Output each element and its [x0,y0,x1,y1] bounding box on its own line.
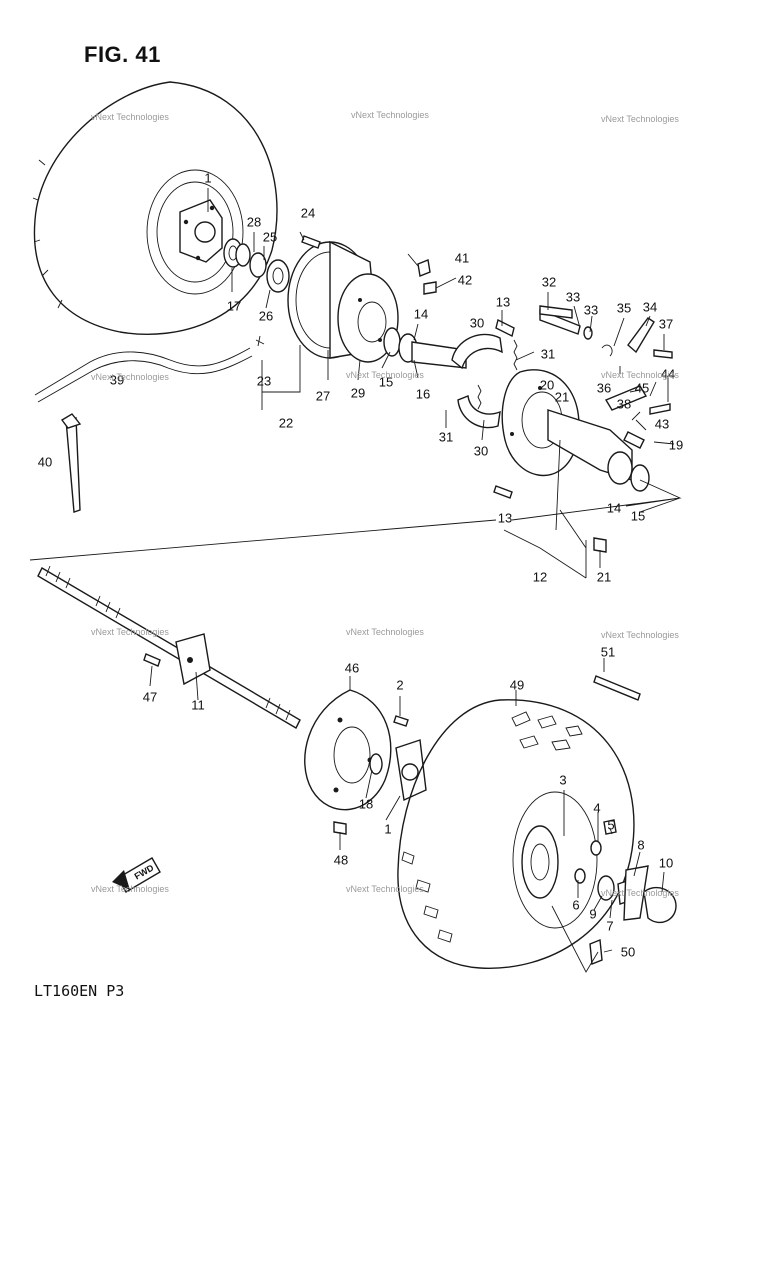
bearing-set-drum [383,327,467,369]
callout-14: 14 [414,307,428,322]
bearing-set-upper [223,238,290,293]
watermark-text: vNext Technologies [601,888,679,898]
watermark-text: vNext Technologies [91,372,169,382]
callout-14: 14 [607,501,621,516]
callout-45: 45 [635,381,649,396]
callout-6: 6 [572,898,579,913]
callout-27: 27 [316,389,330,404]
callout-30: 30 [474,444,488,459]
callout-31: 31 [439,430,453,445]
callout-47: 47 [143,690,157,705]
model-code: LT160EN P3 [34,982,125,1000]
watermark-text: vNext Technologies [346,884,424,894]
wrench-tool [60,413,82,513]
callout-15: 15 [631,509,645,524]
callout-37: 37 [659,317,673,332]
watermark-text: vNext Technologies [601,370,679,380]
callout-21: 21 [555,390,569,405]
callout-39: 39 [110,373,124,388]
watermark-text: vNext Technologies [601,630,679,640]
callout-48: 48 [334,853,348,868]
watermark-text: vNext Technologies [91,627,169,637]
callout-49: 49 [510,678,524,693]
callout-46: 46 [345,661,359,676]
watermark-text: vNext Technologies [346,370,424,380]
pin-51 [593,675,641,701]
watermark-text: vNext Technologies [351,110,429,120]
callout-25: 25 [263,230,277,245]
callout-29: 29 [351,386,365,401]
figure-title: FIG. 41 [84,42,161,67]
callout-20: 20 [540,378,554,393]
callout-15: 15 [379,375,393,390]
rear-tire-lower [397,699,635,969]
callout-11: 11 [191,698,205,713]
rear-tire-upper [32,81,278,335]
callout-31: 31 [541,347,555,362]
fasteners-upper [255,235,607,553]
watermark-text: vNext Technologies [91,884,169,894]
callout-22: 22 [279,416,293,431]
callout-10: 10 [659,856,673,871]
callout-19: 19 [669,438,683,453]
callout-17: 17 [227,299,241,314]
callout-36: 36 [597,381,611,396]
callout-7: 7 [606,919,613,934]
callout-42: 42 [458,273,472,288]
watermarks: vNext Technologies vNext Technologies vNex… [91,110,679,898]
callout-9: 9 [589,907,596,922]
watermark-text: vNext Technologies [91,112,169,122]
callout-8: 8 [637,838,644,853]
callout-32: 32 [542,275,556,290]
watermark-text: vNext Technologies [601,114,679,124]
callout-16: 16 [416,387,430,402]
callout-50: 50 [621,945,635,960]
callout-1: 1 [204,171,211,186]
callout-33: 33 [584,303,598,318]
leader-lines [29,188,682,973]
callout-13: 13 [498,511,512,526]
callout-38: 38 [617,397,631,412]
brake-shoes [451,333,518,429]
rear-axle [37,565,301,729]
callout-24: 24 [301,206,315,221]
callout-12: 12 [533,570,547,585]
callout-43: 43 [655,417,669,432]
callout-41: 41 [455,251,469,266]
callout-18: 18 [359,797,373,812]
callout-34: 34 [643,300,657,315]
brake-panel [501,369,650,492]
callout-28: 28 [247,215,261,230]
wheel-nuts-lower [574,819,677,965]
callout-4: 4 [593,801,600,816]
callout-2: 2 [396,678,403,693]
callout-44: 44 [661,367,675,382]
wheel-hub-upper [179,199,223,263]
callout-40: 40 [38,455,52,470]
sprocket [304,689,427,835]
fwd-arrow-icon: FWD [112,857,161,893]
callout-21: 21 [597,570,611,585]
callout-13: 13 [496,295,510,310]
callout-35: 35 [617,301,631,316]
callout-23: 23 [257,374,271,389]
brake-cable [34,347,253,403]
callout-5: 5 [607,818,614,833]
callout-26: 26 [259,309,273,324]
callout-33: 33 [566,290,580,305]
brake-drum [287,240,399,363]
watermark-text: vNext Technologies [346,627,424,637]
callout-51: 51 [601,645,615,660]
brake-cam-lever [539,308,673,449]
callout-3: 3 [559,773,566,788]
callout-1: 1 [384,822,391,837]
callout-30: 30 [470,316,484,331]
